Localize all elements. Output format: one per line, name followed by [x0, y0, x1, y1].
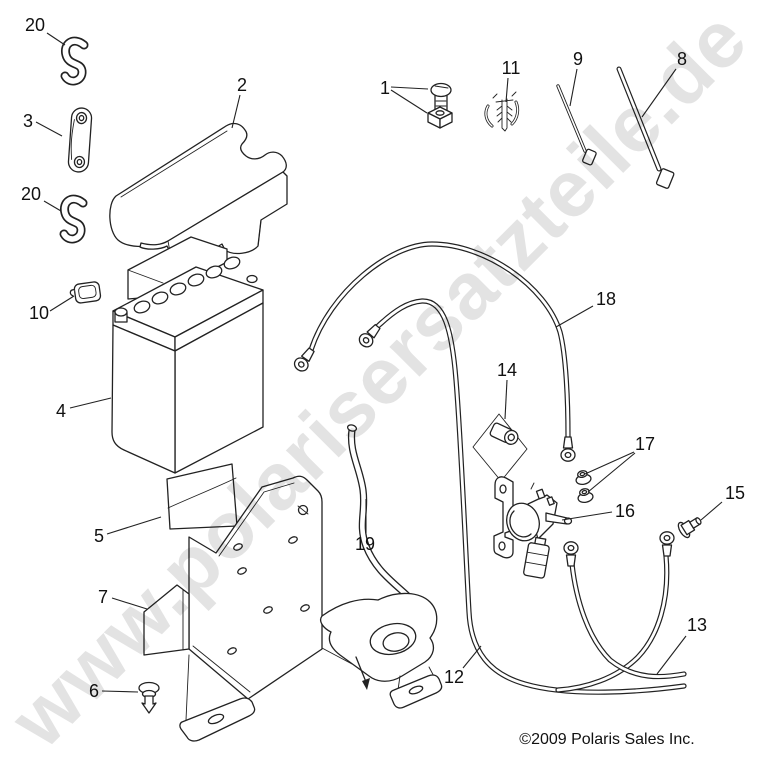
callout-leader-8 [641, 68, 677, 118]
s-hook-top [65, 41, 84, 81]
callout-leader-15 [700, 501, 723, 521]
callout-leader-11 [505, 77, 509, 103]
s-hook-bottom [64, 199, 83, 239]
solenoid-cable [563, 541, 687, 680]
push-rivet [138, 681, 160, 714]
battery-cable-12 [356, 298, 687, 695]
callout-20: 20 [25, 15, 45, 35]
copyright-text: ©2009 Polaris Sales Inc. [519, 731, 694, 748]
callout-leader-5 [106, 516, 162, 535]
callout-3: 3 [23, 111, 33, 131]
callout-leader-12 [462, 645, 482, 669]
callout-leader-14 [504, 379, 508, 420]
battery-cable-13 [555, 531, 675, 693]
callout-leader-6 [101, 690, 139, 693]
callout-20: 20 [21, 184, 41, 204]
ring-terminal [659, 531, 675, 557]
callout-leader-17 [587, 452, 636, 493]
callout-13: 13 [687, 615, 707, 635]
callout-1: 1 [380, 78, 390, 98]
callout-9: 9 [573, 49, 583, 69]
callout-leader-7 [111, 597, 148, 610]
callout-leader-10 [49, 295, 75, 312]
battery-cable-18 [291, 241, 576, 462]
callout-10: 10 [29, 303, 49, 323]
callout-leader-2 [231, 94, 241, 129]
solenoid [493, 476, 573, 579]
callout-leader-1 [390, 86, 429, 90]
battery-pad [166, 463, 238, 530]
vent-hose [346, 424, 416, 604]
bolt-14 [489, 422, 519, 445]
bolt-and-nut [427, 82, 453, 129]
callout-leader-17 [584, 451, 635, 475]
hold-down-strap [67, 107, 93, 173]
battery-box [143, 475, 323, 742]
cable-tie-9 [556, 84, 597, 166]
callout-12: 12 [444, 667, 464, 687]
mount-bracket [319, 592, 443, 709]
callout-leader-3 [35, 121, 63, 137]
battery [111, 236, 264, 474]
cable-tie-8 [616, 66, 675, 189]
callout-8: 8 [677, 49, 687, 69]
callout-leader-9 [569, 68, 578, 107]
callout-17: 17 [635, 434, 655, 454]
callout-2: 2 [237, 75, 247, 95]
callout-leader-20 [46, 32, 66, 46]
ring-terminal [560, 436, 576, 462]
callout-leader-18 [555, 305, 594, 328]
callout-15: 15 [725, 483, 745, 503]
callout-19: 19 [355, 534, 375, 554]
callout-leader-1 [390, 89, 428, 114]
callout-leader-16 [561, 511, 613, 521]
battery-cover [109, 122, 288, 259]
callout-18: 18 [596, 289, 616, 309]
solenoid-mount-plate [472, 413, 528, 482]
terminal-cap [69, 281, 102, 304]
callout-5: 5 [94, 526, 104, 546]
wire-clamp [484, 91, 520, 132]
callout-16: 16 [615, 501, 635, 521]
callout-11: 11 [502, 58, 521, 78]
bolt-15 [677, 517, 702, 539]
flange-nuts [573, 468, 595, 505]
ring-terminal [563, 541, 579, 567]
callout-4: 4 [56, 401, 66, 421]
callout-leader-20 [43, 200, 62, 212]
callout-leader-13 [656, 635, 687, 675]
callout-14: 14 [497, 360, 517, 380]
callout-7: 7 [98, 587, 108, 607]
callout-leader-4 [69, 397, 112, 409]
callout-6: 6 [89, 681, 99, 701]
